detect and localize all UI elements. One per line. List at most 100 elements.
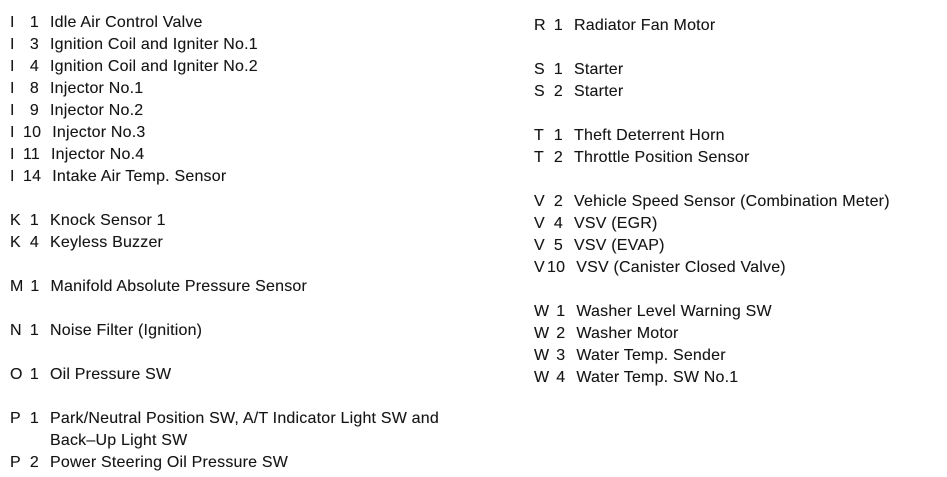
- component-code-letter: T: [534, 127, 544, 144]
- component-code-number: 1: [30, 278, 40, 295]
- component-code-number: 2: [29, 454, 39, 471]
- component-code-letter: M: [10, 278, 24, 295]
- component-description: Washer Level Warning SW: [576, 303, 772, 320]
- component-code-number: 1: [29, 14, 39, 31]
- component-code-number: 1: [29, 410, 39, 427]
- component-description: Power Steering Oil Pressure SW: [50, 454, 289, 471]
- component-description: Idle Air Control Valve: [50, 14, 203, 31]
- component-code-number: 3: [556, 347, 566, 364]
- component-code-letter: V: [534, 215, 545, 232]
- component-code-letter: T: [534, 149, 544, 166]
- component-description: Oil Pressure SW: [50, 366, 172, 383]
- component-code-number: 2: [553, 83, 563, 100]
- component-code-letter: I: [10, 14, 15, 31]
- component-code-number: 1: [29, 322, 39, 339]
- component-code-number: 8: [29, 80, 39, 97]
- component-description: Intake Air Temp. Sensor: [52, 168, 227, 185]
- component-description: Water Temp. SW No.1: [576, 369, 739, 386]
- component-description: Vehicle Speed Sensor (Combination Meter): [574, 193, 890, 210]
- component-description: VSV (EGR): [574, 215, 658, 232]
- component-description: Washer Motor: [576, 325, 679, 342]
- component-code-number: 1: [553, 127, 563, 144]
- component-code-letter: I: [10, 102, 15, 119]
- component-description: VSV (EVAP): [574, 237, 665, 254]
- component-code-letter: S: [534, 61, 545, 78]
- component-code-number: 5: [553, 237, 563, 254]
- component-code-number: 1: [553, 17, 563, 34]
- component-code-number: 4: [553, 215, 563, 232]
- component-code-number: 4: [29, 58, 39, 75]
- component-description: Radiator Fan Motor: [574, 17, 716, 34]
- component-code-number: 2: [556, 325, 566, 342]
- component-code-letter: P: [10, 410, 21, 427]
- component-code-letter: W: [534, 347, 550, 364]
- component-description: Knock Sensor 1: [50, 212, 166, 229]
- component-code-letter: I: [10, 80, 15, 97]
- component-description: Injector No.2: [50, 102, 144, 119]
- component-code-number: 4: [29, 234, 39, 251]
- component-code-letter: K: [10, 234, 21, 251]
- component-description: Park/Neutral Position SW, A/T Indicator …: [50, 410, 439, 449]
- component-code-number: 10: [23, 124, 42, 141]
- component-code-number: 11: [23, 146, 41, 163]
- component-code-letter: W: [534, 303, 550, 320]
- component-description: Theft Deterrent Horn: [574, 127, 725, 144]
- component-description: Starter: [574, 61, 624, 78]
- component-code-letter: I: [10, 124, 15, 141]
- component-code-letter: S: [534, 83, 545, 100]
- component-code-number: 1: [556, 303, 566, 320]
- component-code-number: 1: [553, 61, 563, 78]
- component-code-letter: R: [534, 17, 546, 34]
- component-description: Ignition Coil and Igniter No.2: [50, 58, 258, 75]
- component-description: Injector No.1: [50, 80, 144, 97]
- component-code-number: 10: [547, 259, 566, 276]
- component-code-letter: V: [534, 237, 545, 254]
- component-description: Injector No.4: [51, 146, 145, 163]
- component-description: Water Temp. Sender: [576, 347, 726, 364]
- component-code-letter: V: [534, 259, 545, 276]
- component-code-letter: I: [10, 58, 15, 75]
- component-code-number: 2: [553, 193, 563, 210]
- component-description: Ignition Coil and Igniter No.1: [50, 36, 258, 53]
- component-description: Keyless Buzzer: [50, 234, 164, 251]
- component-description: Manifold Absolute Pressure Sensor: [50, 278, 308, 295]
- component-code-number: 4: [556, 369, 566, 386]
- component-code-number: 3: [29, 36, 39, 53]
- component-code-letter: P: [10, 454, 21, 471]
- component-code-number: 1: [29, 212, 39, 229]
- component-code-letter: W: [534, 369, 550, 386]
- component-code-letter: W: [534, 325, 550, 342]
